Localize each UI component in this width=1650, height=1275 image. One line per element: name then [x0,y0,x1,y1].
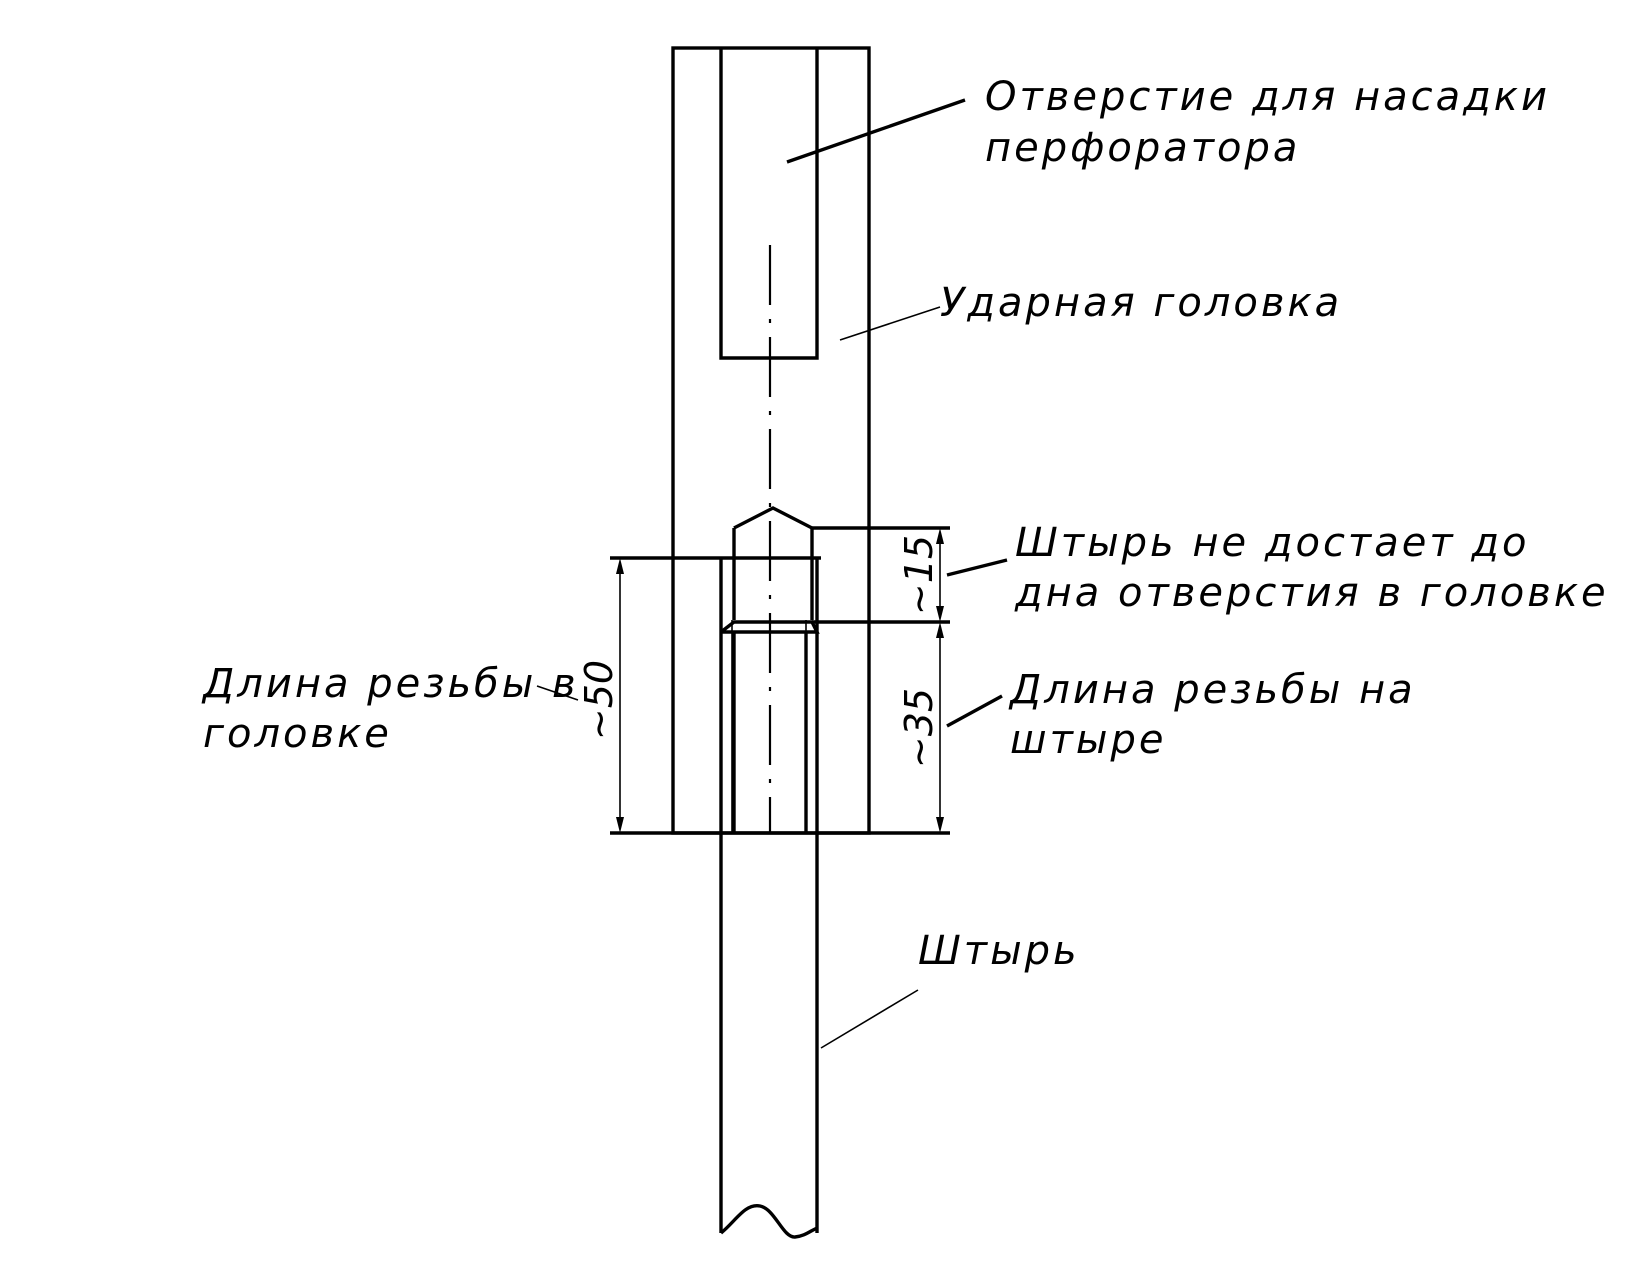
leader-pin-gap [946,558,1008,577]
dim35-value: ~35 [897,688,941,768]
label-pin-gap-line1: Штырь не достает до [1015,520,1530,566]
dim50-arrow-top [616,558,624,574]
dim50-arrow-bottom [616,817,624,833]
leader-pin [820,989,919,1049]
label-hole-line2: перфоратора [985,125,1300,171]
label-hole: Отверстие для насадки перфоратора [985,74,1566,171]
leader-head [839,306,941,341]
label-head-line1: Ударная головка [940,280,1342,326]
dim50-value: ~50 [577,660,621,740]
pin-break-line [719,1204,818,1239]
label-thread-head-line1: Длина резьбы в [201,661,579,707]
pin-tip [733,506,813,530]
leader-thread-pin [946,694,1003,728]
label-pin-gap-line2: дна отверстия в головке [1014,570,1609,616]
drill-bit-hole [719,48,819,360]
label-thread-pin: Длина резьбы на штыре [1008,667,1431,763]
dim15-value: ~15 [897,535,941,615]
label-head: Ударная головка [940,280,1342,326]
label-thread-head-line2: головке [203,711,392,757]
dim15-arrow-bottom [936,606,944,622]
label-hole-line1: Отверстие для насадки [985,74,1550,120]
leader-thread-head [536,685,579,701]
leader-hole [786,98,966,164]
dim35-arrow-bottom [936,817,944,833]
label-pin-gap: Штырь не достает до дна отверстия в голо… [1014,520,1609,616]
label-thread-pin-line1: Длина резьбы на [1008,667,1416,713]
label-pin: Штырь [918,928,1080,974]
label-thread-head: Длина резьбы в головке [201,661,594,757]
dim35-arrow-top [936,622,944,638]
label-thread-pin-line2: штыре [1010,717,1166,763]
dim15-arrow-top [936,528,944,544]
label-pin-line1: Штырь [918,928,1080,974]
